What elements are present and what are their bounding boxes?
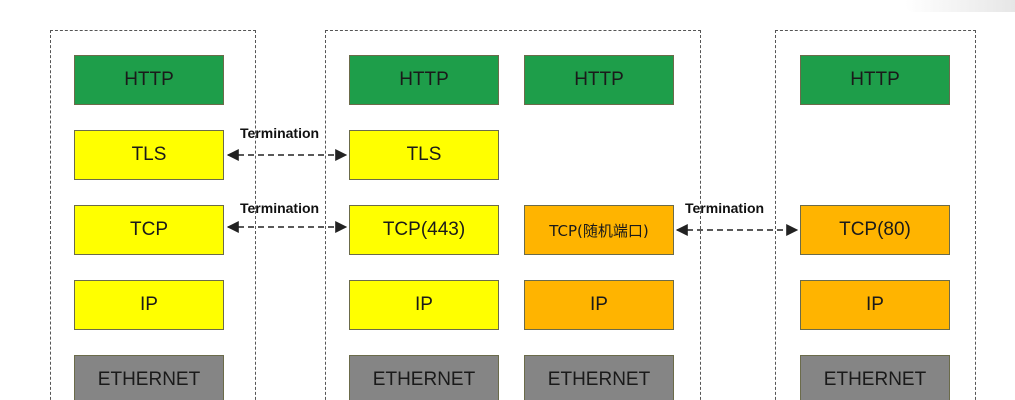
tcp-termination-label-right: Termination [685, 200, 765, 216]
server-tcp-layer: TCP(80) [800, 205, 950, 255]
client-ethernet-layer: ETHERNET [74, 355, 224, 400]
proxy-front-tls-layer: TLS [349, 130, 499, 180]
client-ip-layer: IP [74, 280, 224, 330]
proxy-back-http-layer: HTTP [524, 55, 674, 105]
server-frame [775, 30, 976, 400]
proxy-front-http-layer: HTTP [349, 55, 499, 105]
corner-shade [905, 0, 1015, 12]
client-tls-layer: TLS [74, 130, 224, 180]
server-ethernet-layer: ETHERNET [800, 355, 950, 400]
proxy-front-ethernet-layer: ETHERNET [349, 355, 499, 400]
tls-termination-label: Termination [240, 125, 320, 141]
proxy-front-ip-layer: IP [349, 280, 499, 330]
tcp-termination-label-left: Termination [240, 200, 320, 216]
server-http-layer: HTTP [800, 55, 950, 105]
client-http-layer: HTTP [74, 55, 224, 105]
client-frame [50, 30, 256, 400]
proxy-back-ethernet-layer: ETHERNET [524, 355, 674, 400]
proxy-back-ip-layer: IP [524, 280, 674, 330]
server-ip-layer: IP [800, 280, 950, 330]
proxy-front-tcp-layer: TCP(443) [349, 205, 499, 255]
proxy-frame [325, 30, 701, 400]
proxy-back-tcp-layer: TCP(随机端口) [524, 205, 674, 255]
client-tcp-layer: TCP [74, 205, 224, 255]
